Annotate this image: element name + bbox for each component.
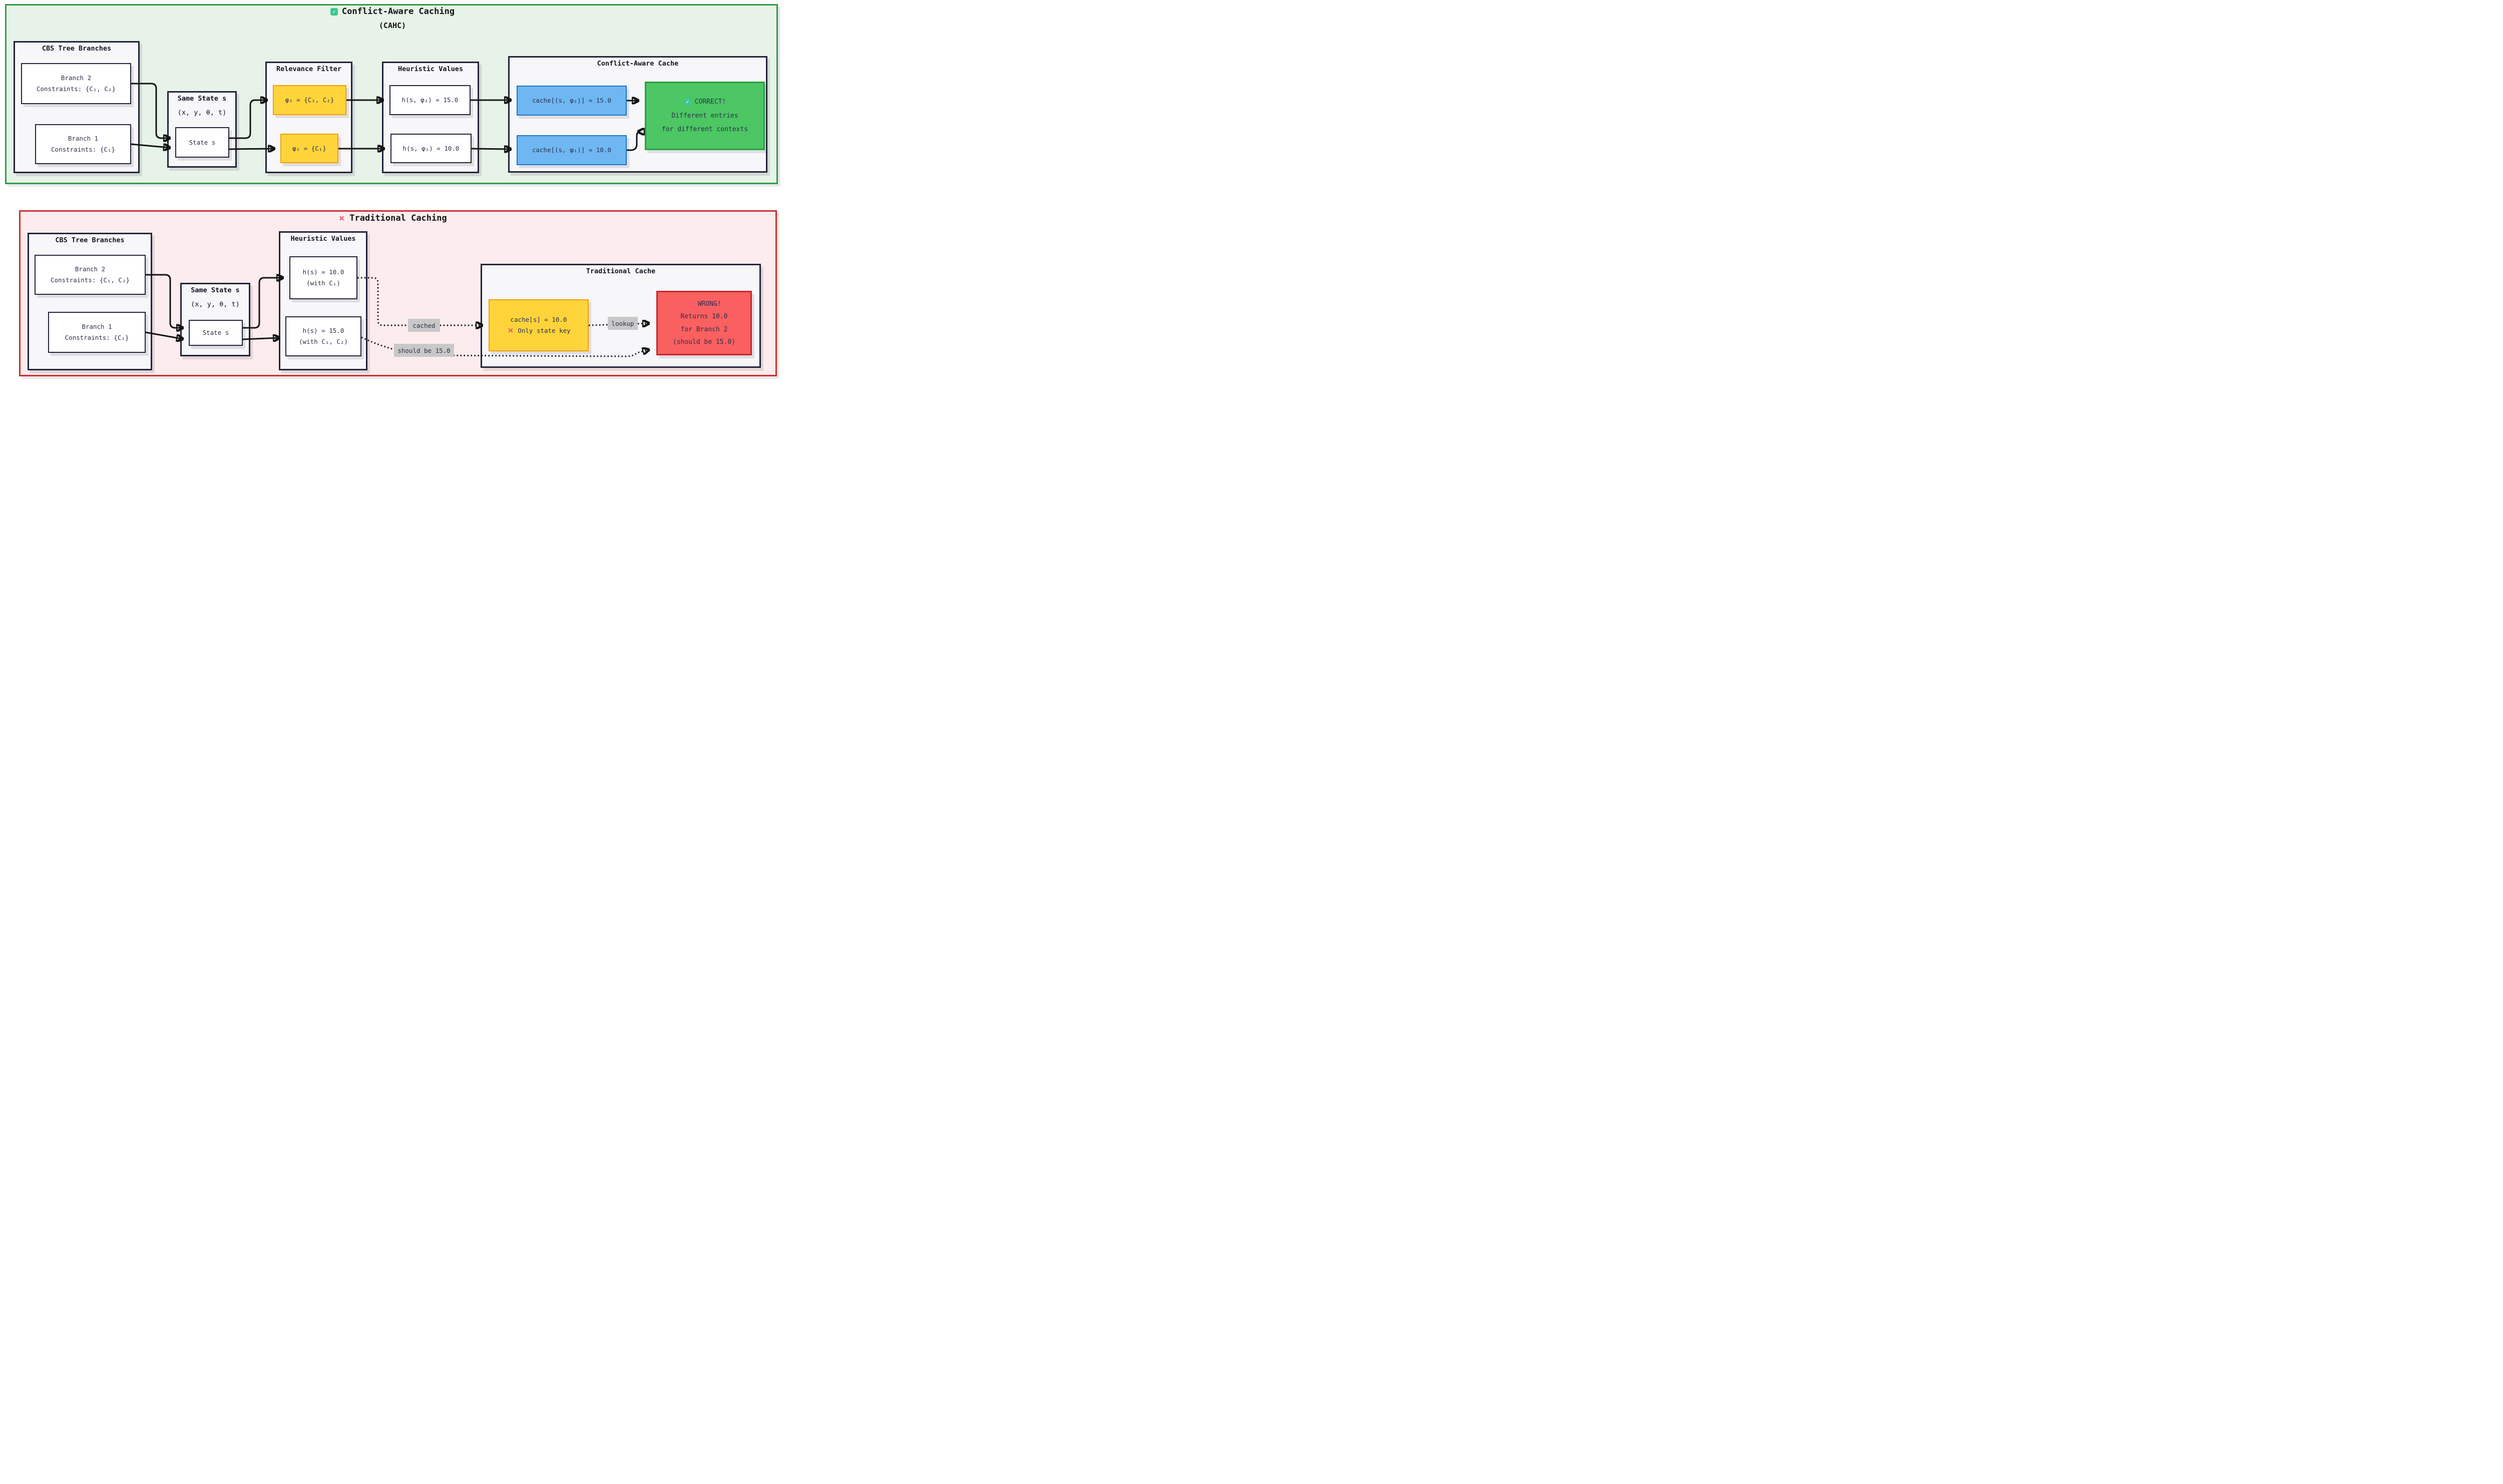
phi2-node: φ₂ = {C₁, C₂} — [273, 85, 346, 115]
cahc-section-title-text: Conflict-Aware Caching — [341, 7, 455, 17]
traditional-cache-title: Traditional Cache — [586, 267, 656, 275]
cache-entry2-node: cache[(s, φ₂)] = 15.0 — [517, 86, 627, 116]
h15-context: (with C₁, C₂) — [299, 338, 348, 345]
cahc-section-title: ✓ Conflict-Aware Caching — [0, 7, 785, 17]
relevance-filter-title: Relevance Filter — [276, 65, 342, 73]
wrong-node: × WRONG! Returns 10.0 for Branch 2 (shou… — [656, 291, 752, 355]
traditional-section-title: × Traditional Caching — [0, 213, 785, 223]
cahc-same-state-title: Same State s — [177, 95, 227, 103]
branch2-constraints: Constraints: {C₁, C₂} — [50, 276, 130, 284]
h15-value: h(s) = 15.0 — [302, 327, 344, 335]
trad-state-s-node: State s — [189, 320, 243, 346]
branch2-label: Branch 2 — [75, 265, 106, 273]
cahc-branch1-node: Branch 1 Constraints: {C₁} — [35, 124, 131, 164]
h10-context: (with C₁) — [306, 279, 340, 287]
h-phi2-label: h(s, φ₂) = 15.0 — [401, 96, 459, 104]
h-phi1-label: h(s, φ₁) = 10.0 — [402, 144, 460, 152]
h10-node: h(s) = 10.0 (with C₁) — [289, 256, 357, 299]
cache-entry2-label: cache[(s, φ₂)] = 15.0 — [532, 97, 612, 105]
branch1-constraints: Constraints: {C₁} — [51, 146, 115, 153]
trad-same-state-title: Same State s — [191, 286, 240, 294]
correct-node: ✓ CORRECT! Different entries for differe… — [645, 82, 765, 150]
cahc-same-state-subtitle: (x, y, θ, t) — [177, 109, 227, 117]
cache-entry1-node: cache[(s, φ₁)] = 10.0 — [517, 135, 627, 165]
wrong-line2: Returns 10.0 — [680, 313, 728, 321]
cross-icon: × — [508, 325, 514, 336]
traditional-section-title-text: Traditional Caching — [349, 213, 447, 223]
branch2-label: Branch 2 — [61, 74, 92, 82]
cache-entry1-label: cache[(s, φ₁)] = 10.0 — [532, 146, 612, 154]
trad-branch1-node: Branch 1 Constraints: {C₁} — [48, 312, 146, 353]
cahc-cbs-title: CBS Tree Branches — [42, 45, 112, 53]
trad-branch2-node: Branch 2 Constraints: {C₁, C₂} — [35, 255, 146, 295]
correct-line3: for different contexts — [661, 126, 748, 134]
phi1-label: φ₁ = {C₁} — [292, 144, 326, 152]
branch1-label: Branch 1 — [68, 135, 99, 143]
trad-cache-note: Only state key — [518, 327, 571, 334]
wrong-line3: for Branch 2 — [680, 325, 728, 333]
edge-label-should-be: should be 15.0 — [394, 344, 454, 357]
wrong-label: WRONG! — [698, 300, 721, 308]
edge-label-cached: cached — [408, 319, 440, 332]
check-icon: ✓ — [683, 98, 691, 106]
trad-same-state-subtitle: (x, y, θ, t) — [191, 300, 240, 308]
phi1-node: φ₁ = {C₁} — [280, 134, 338, 163]
cross-icon: × — [339, 212, 345, 224]
h10-value: h(s) = 10.0 — [302, 268, 344, 276]
cross-icon: × — [687, 298, 694, 309]
trad-heuristics-title: Heuristic Values — [290, 235, 356, 243]
state-s-label: State s — [202, 329, 229, 337]
cahc-state-s-node: State s — [175, 127, 229, 158]
trad-cache-entry-node: cache[s] = 10.0 × Only state key — [489, 299, 589, 351]
trad-cache-value: cache[s] = 10.0 — [510, 316, 567, 324]
trad-cbs-title: CBS Tree Branches — [55, 236, 125, 244]
phi2-label: φ₂ = {C₁, C₂} — [285, 96, 334, 104]
h-phi2-node: h(s, φ₂) = 15.0 — [389, 85, 471, 115]
cahc-section-subtitle: (CAHC) — [378, 21, 406, 30]
h15-node: h(s) = 15.0 (with C₁, C₂) — [285, 316, 361, 356]
correct-label: CORRECT! — [694, 98, 726, 106]
caching-comparison-diagram: ✓ Conflict-Aware Caching (CAHC) CBS Tree… — [0, 0, 785, 381]
cahc-branch2-node: Branch 2 Constraints: {C₁, C₂} — [21, 63, 131, 104]
correct-line2: Different entries — [671, 112, 738, 120]
branch2-constraints: Constraints: {C₁, C₂} — [36, 85, 116, 93]
branch1-constraints: Constraints: {C₁} — [65, 334, 129, 341]
h-phi1-node: h(s, φ₁) = 10.0 — [390, 134, 472, 163]
state-s-label: State s — [189, 138, 216, 146]
wrong-line4: (should be 15.0) — [672, 338, 736, 346]
branch1-label: Branch 1 — [82, 323, 112, 331]
cahc-heuristics-title: Heuristic Values — [397, 65, 464, 73]
check-icon: ✓ — [330, 8, 338, 16]
conflict-aware-cache-title: Conflict-Aware Cache — [597, 60, 679, 68]
edge-label-lookup: lookup — [608, 317, 638, 330]
